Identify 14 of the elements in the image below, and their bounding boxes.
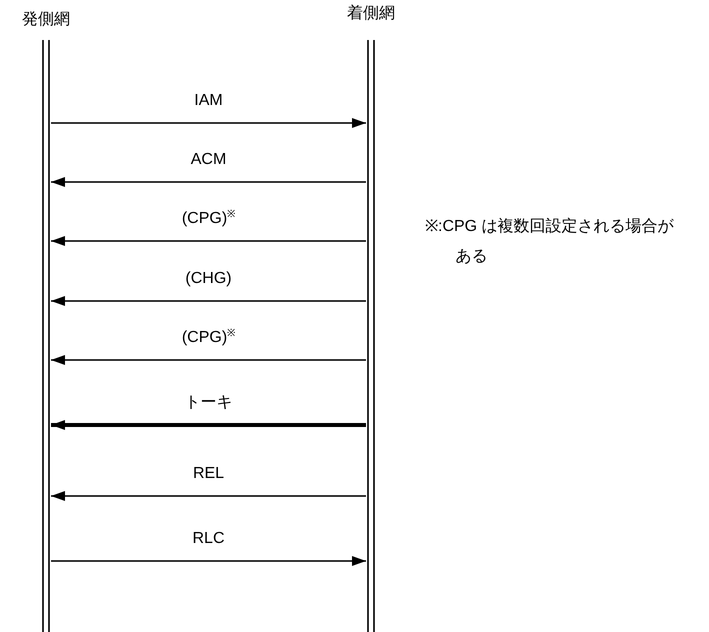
edge-label: (CHG) <box>183 269 234 289</box>
edge-label: (CPG)$^{※}$ <box>180 209 238 229</box>
message-arrow <box>51 420 366 430</box>
message-arrow <box>51 177 366 187</box>
message-arrow <box>51 556 366 566</box>
lifeline-heading: 着側網 <box>346 2 396 24</box>
message-arrow <box>51 118 366 128</box>
footnote: ※:CPG は複数回設定される場合がある <box>425 216 675 267</box>
message-arrow <box>51 355 366 365</box>
lifeline-heading: 発側網 <box>21 8 71 30</box>
message-arrow <box>51 296 366 306</box>
message-arrow <box>51 236 366 246</box>
message-arrow <box>51 491 366 501</box>
edge-label: (CPG)$^{※}$ <box>180 328 238 348</box>
